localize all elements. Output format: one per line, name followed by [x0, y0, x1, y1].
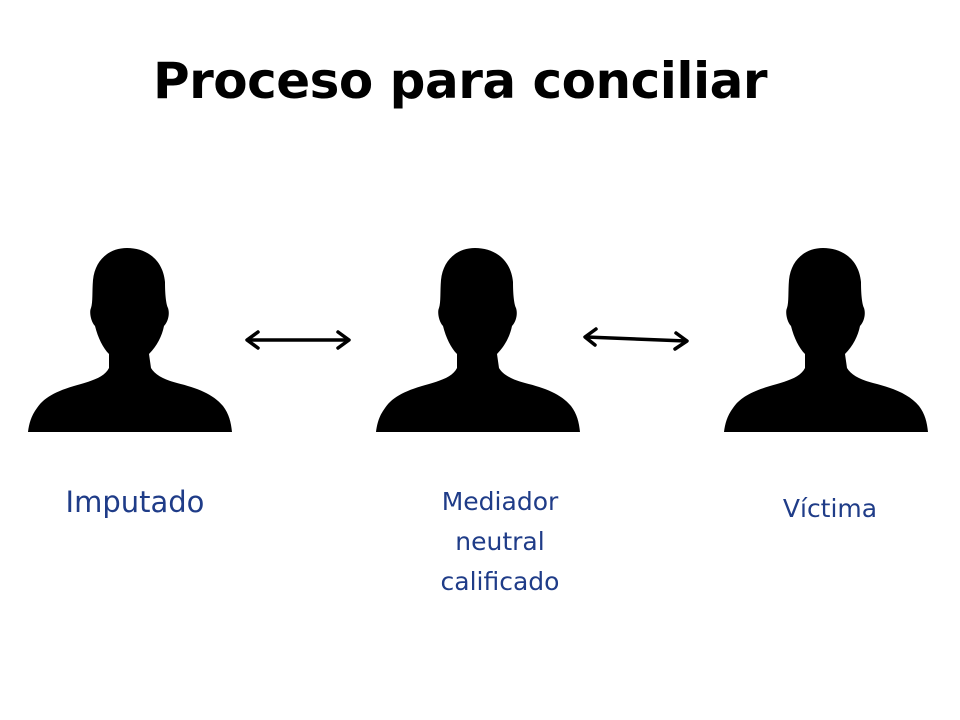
label-mediador-line-3: calificado [440, 567, 560, 596]
label-mediador: Mediador neutral calificado [395, 482, 605, 602]
person-silhouette-icon [28, 248, 232, 432]
person-silhouette-icon [724, 248, 928, 432]
person-victima [721, 240, 931, 432]
person-imputado [25, 240, 235, 432]
connector-arrow-right [580, 327, 692, 351]
page-title: Proceso para conciliar [152, 52, 768, 110]
person-mediador [373, 240, 583, 432]
double-arrow-icon [583, 327, 689, 351]
label-victima: Víctima [782, 494, 878, 523]
person-silhouette-icon [376, 248, 580, 432]
label-mediador-line-1: Mediador [441, 487, 559, 516]
connector-arrow-left [242, 328, 354, 352]
label-imputado: Imputado [65, 485, 205, 519]
double-arrow-icon [245, 330, 351, 350]
label-mediador-line-2: neutral [455, 527, 545, 556]
